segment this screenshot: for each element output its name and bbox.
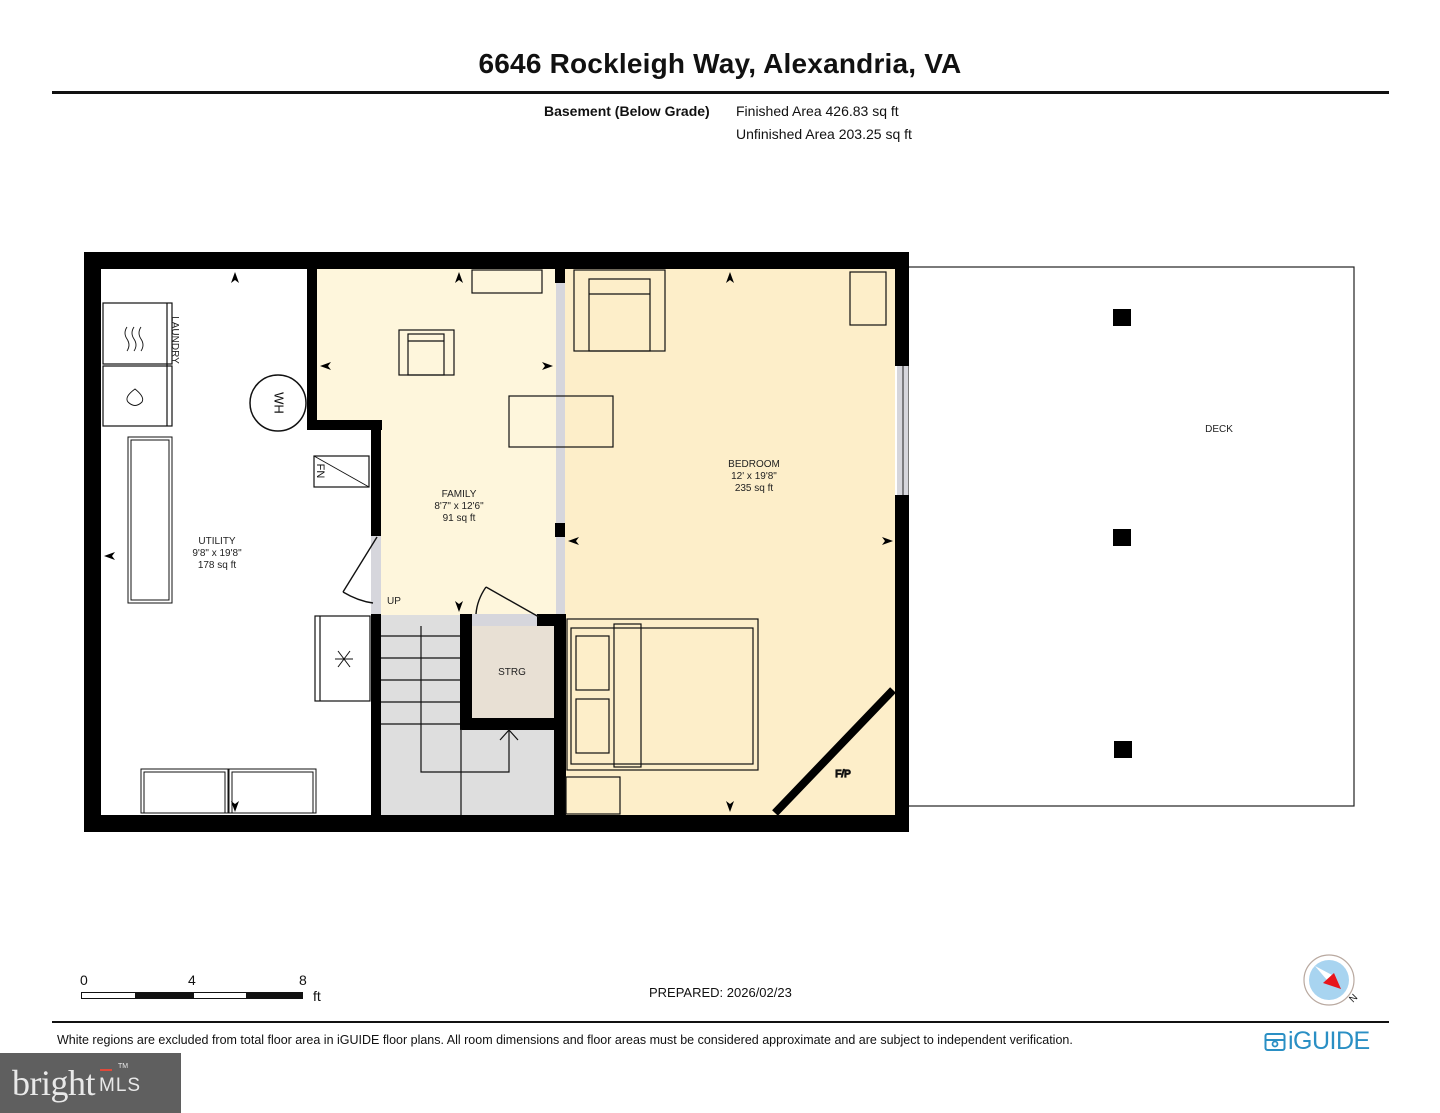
walls	[84, 252, 909, 832]
deck: DECK	[907, 266, 1355, 807]
utility-dims: 9'8" x 19'8"	[192, 548, 242, 559]
title-divider	[52, 91, 1389, 94]
bed	[566, 618, 759, 771]
utility-shelves	[127, 436, 317, 814]
compass-north-label: N	[1347, 992, 1360, 1005]
room-fills	[101, 269, 907, 815]
family-dims: 8'7" x 12'6"	[434, 501, 484, 512]
washer-drop-icon	[126, 388, 144, 406]
deck-post	[1114, 741, 1132, 758]
water-heater-label: WH	[272, 392, 287, 414]
scale-tick-0: 0	[80, 972, 88, 988]
utility-area: 178 sq ft	[198, 560, 237, 571]
nightstand	[849, 271, 887, 326]
iguide-logo: iGUIDE	[1264, 1027, 1370, 1056]
room-labels: UTILITY 9'8" x 19'8" 178 sq ft FAMILY 8'…	[192, 459, 779, 678]
storage-name: STRG	[498, 667, 526, 678]
mls-wordmark: MLS	[99, 1075, 142, 1096]
bedroom-furniture: F/P	[565, 269, 887, 815]
bright-wordmark: bright	[12, 1063, 96, 1103]
bedroom-area: 235 sq ft	[735, 483, 774, 494]
dimension-arrows	[104, 272, 893, 812]
deck-post	[1113, 309, 1131, 326]
laundry: LAUNDRY	[102, 302, 180, 427]
bedroom-name: BEDROOM	[728, 459, 780, 470]
scale-tick-8: 8	[299, 972, 307, 988]
bright-mls-watermark: bright MLS TM	[0, 1053, 181, 1113]
iguide-wordmark: iGUIDE	[1288, 1027, 1370, 1055]
finished-area: Finished Area 426.83 sq ft	[736, 103, 899, 119]
disclaimer-text: White regions are excluded from total fl…	[57, 1033, 1073, 1047]
floor-plan: DECK	[84, 252, 1355, 832]
furnace: FN	[313, 455, 370, 488]
doors	[342, 536, 540, 618]
snowflake-icon	[335, 650, 353, 668]
freezer	[314, 615, 371, 702]
iguide-camera-icon	[1264, 1032, 1286, 1051]
desk	[508, 395, 614, 448]
level-label: Basement (Below Grade)	[544, 103, 710, 119]
deck-label: DECK	[1205, 424, 1233, 435]
deck-post	[1113, 529, 1131, 546]
family-furniture	[398, 269, 614, 448]
scale-bar: 0 4 8 ft	[80, 972, 340, 1008]
dryer-icon	[124, 326, 144, 352]
family-name: FAMILY	[442, 489, 477, 500]
trademark: TM	[118, 1063, 129, 1070]
family-area: 91 sq ft	[443, 513, 476, 524]
bedroom-dims: 12' x 19'8"	[731, 471, 777, 482]
scale-unit: ft	[313, 988, 321, 1004]
water-heater: WH	[249, 374, 307, 432]
prepared-date: PREPARED: 2026/02/23	[649, 985, 792, 1000]
laundry-label: LAUNDRY	[169, 316, 180, 364]
footer-divider	[52, 1021, 1389, 1023]
furnace-label: FN	[314, 464, 326, 479]
stairs: UP	[381, 596, 519, 815]
unfinished-area: Unfinished Area 203.25 sq ft	[736, 126, 912, 142]
stairs-up-label: UP	[387, 596, 401, 607]
bright-star-icon	[100, 1069, 112, 1071]
utility-name: UTILITY	[198, 536, 236, 547]
dresser	[565, 776, 621, 815]
compass-icon: N	[1303, 954, 1360, 1006]
scale-tick-4: 4	[188, 972, 196, 988]
page-title: 6646 Rockleigh Way, Alexandria, VA	[478, 48, 962, 79]
fireplace-label: F/P	[835, 769, 851, 780]
